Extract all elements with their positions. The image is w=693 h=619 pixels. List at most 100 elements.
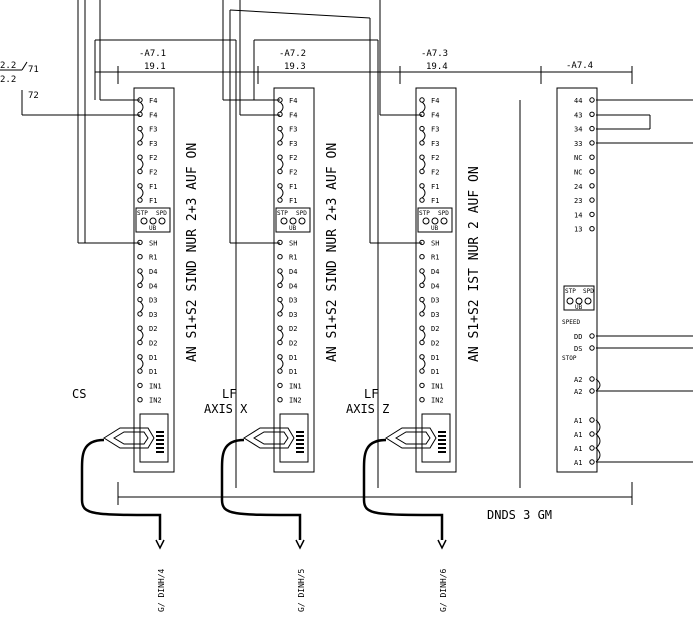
dip-switch-right-label: SPD bbox=[438, 210, 449, 217]
pin-label: 14 bbox=[574, 211, 582, 219]
pin-bridge bbox=[139, 301, 144, 313]
pin-bridge bbox=[139, 358, 144, 370]
pin-terminal bbox=[419, 239, 425, 246]
pin-label: DS bbox=[574, 345, 582, 353]
pin-label: D4 bbox=[431, 282, 439, 290]
pin-terminal bbox=[419, 311, 425, 317]
right-module-switch: STP SPD UB bbox=[563, 285, 595, 311]
pin-terminal bbox=[419, 282, 425, 288]
pin-label: D3 bbox=[149, 311, 157, 319]
cable-arrow bbox=[437, 539, 447, 550]
pin-terminal bbox=[277, 368, 283, 374]
pin-label: D4 bbox=[289, 282, 297, 290]
pin-label: D2 bbox=[289, 325, 297, 333]
pin-label: F1 bbox=[431, 183, 439, 191]
pin-bridge bbox=[421, 358, 426, 370]
cable-arrow bbox=[295, 539, 305, 550]
dip-switch-knob bbox=[149, 217, 157, 225]
left-edge-label: 2.2 bbox=[0, 61, 16, 71]
connector-pin bbox=[156, 451, 164, 453]
pin-terminal bbox=[589, 125, 595, 132]
pin-bridge bbox=[139, 329, 144, 341]
pin-terminal bbox=[137, 197, 143, 203]
pin-terminal bbox=[137, 354, 143, 360]
module-side-label: AXIS Z bbox=[346, 402, 389, 416]
pin-label: A1 bbox=[574, 431, 582, 439]
connector-pin bbox=[156, 447, 164, 449]
dip-switch bbox=[417, 207, 453, 233]
module-side-label: LF bbox=[222, 387, 236, 401]
pin-bridge bbox=[279, 301, 284, 313]
pin-terminal bbox=[419, 354, 425, 360]
pin-terminal bbox=[419, 97, 425, 103]
right-switch-left-label: STP bbox=[565, 288, 576, 295]
pin-bridge bbox=[279, 272, 284, 284]
pin-label: F3 bbox=[149, 140, 157, 148]
pin-label: R1 bbox=[431, 254, 439, 262]
connector-pin bbox=[296, 431, 304, 433]
pin-bridge bbox=[421, 101, 426, 113]
pin-terminal bbox=[589, 376, 595, 382]
pin-bridge bbox=[279, 358, 284, 370]
pin-label: 13 bbox=[574, 226, 582, 234]
module-body bbox=[133, 87, 175, 473]
pin-terminal bbox=[419, 111, 425, 118]
dip-switch-knob bbox=[440, 217, 448, 225]
pin-terminal bbox=[277, 397, 283, 403]
pin-label: A2 bbox=[574, 388, 582, 396]
pin-terminal bbox=[137, 239, 143, 246]
pin-terminal bbox=[137, 125, 143, 132]
connector-pin bbox=[156, 439, 164, 441]
pin-terminal bbox=[419, 168, 425, 175]
pin-terminal bbox=[589, 197, 595, 203]
connector-housing bbox=[139, 413, 169, 463]
pin-bridge bbox=[279, 187, 284, 199]
module-vertical-note: AN S1+S2 IST NUR 2 AUF ON bbox=[467, 166, 482, 362]
pin-terminal bbox=[137, 282, 143, 288]
pin-label: 34 bbox=[574, 126, 582, 134]
connector-pin bbox=[438, 451, 446, 453]
module-ref: -A7.2 bbox=[279, 49, 306, 59]
pin-terminal bbox=[419, 296, 425, 303]
pin-label: NC bbox=[574, 154, 582, 162]
pin-terminal bbox=[277, 111, 283, 118]
pin-terminal bbox=[277, 154, 283, 160]
pin-label: F2 bbox=[289, 169, 297, 177]
connector-pin bbox=[438, 443, 446, 445]
pin-terminal bbox=[589, 140, 595, 146]
right-switch-bottom-label: UB bbox=[575, 304, 583, 311]
pin-bridge bbox=[421, 130, 426, 142]
module-ref: -A7.1 bbox=[139, 49, 166, 59]
dip-switch-knob bbox=[422, 217, 430, 225]
pin-terminal bbox=[419, 268, 425, 274]
module-side-label: AXIS X bbox=[204, 402, 248, 416]
pin-label: D1 bbox=[431, 368, 439, 376]
pin-terminal bbox=[137, 382, 143, 389]
module-side-label: CS bbox=[72, 387, 86, 401]
connector-pin bbox=[296, 451, 304, 453]
connector-housing bbox=[421, 413, 451, 463]
pin-label: SH bbox=[289, 239, 297, 247]
pin-bridge bbox=[421, 301, 426, 313]
pin-label: 24 bbox=[574, 183, 582, 191]
wiring bbox=[0, 0, 693, 505]
connector-pin bbox=[296, 439, 304, 441]
pin-label: F4 bbox=[149, 97, 157, 105]
pin-label: IN2 bbox=[289, 397, 302, 405]
pin-label: SH bbox=[431, 239, 439, 247]
pin-label: F1 bbox=[289, 183, 297, 191]
pin-label: D1 bbox=[431, 354, 439, 362]
module-3: -A7.319.4F4F4F3F3F2F2F1F1SHR1D4D4D3D3D2D… bbox=[346, 49, 482, 612]
pin-bridge bbox=[139, 158, 144, 170]
cable-label: G/ DINH/5 bbox=[297, 568, 306, 612]
pin-label: D4 bbox=[289, 268, 297, 276]
pin-terminal bbox=[277, 254, 283, 260]
pin-terminal bbox=[277, 282, 283, 288]
dip-switch-left-label: STP bbox=[277, 210, 288, 217]
pin-terminal bbox=[137, 368, 143, 374]
pin-label: D2 bbox=[289, 340, 297, 348]
pin-terminal bbox=[277, 168, 283, 175]
pin-terminal bbox=[137, 339, 143, 346]
